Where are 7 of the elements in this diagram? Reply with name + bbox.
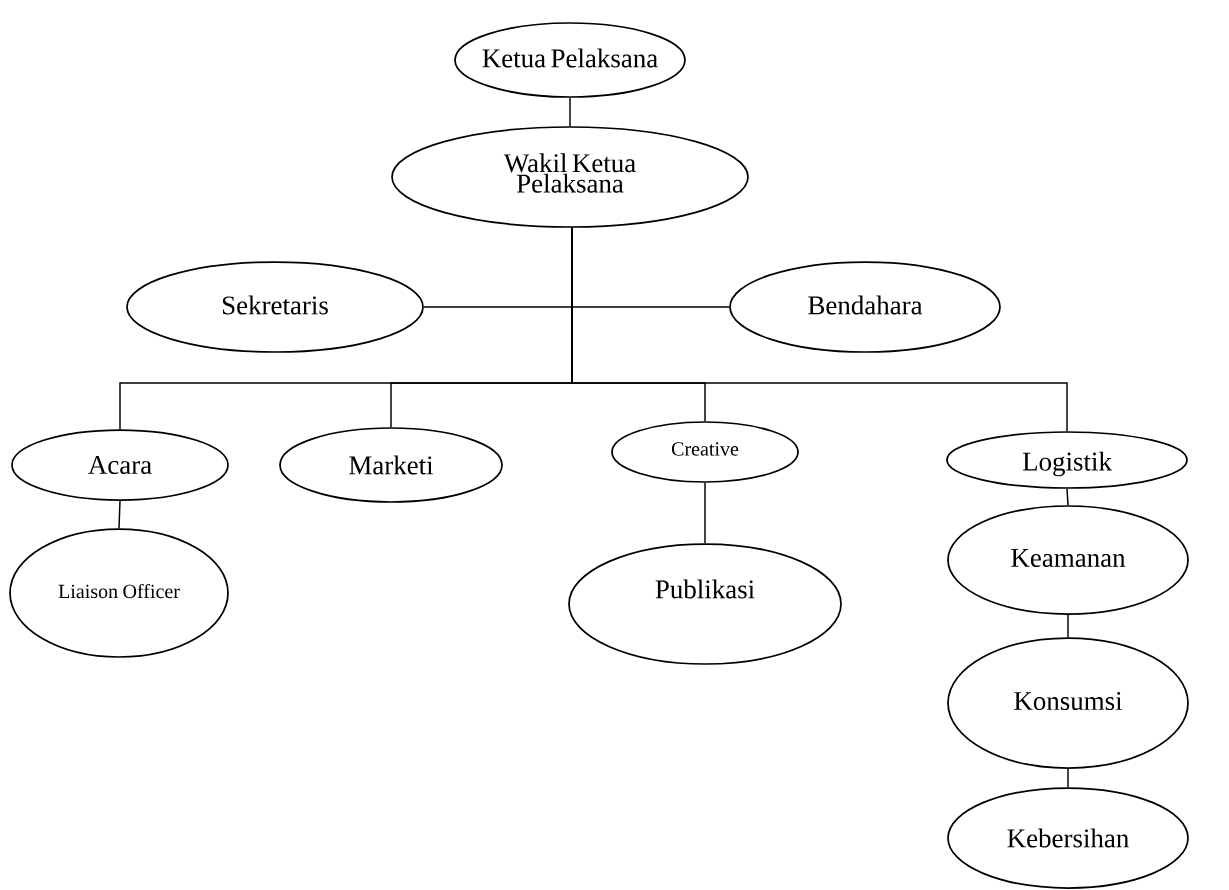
connector-line	[1067, 768, 1069, 788]
connector-line	[1066, 488, 1069, 506]
connector-line	[704, 482, 706, 544]
connector-line	[571, 226, 1068, 432]
connector-line	[118, 500, 121, 529]
connector-line	[1067, 614, 1069, 638]
connector-line	[569, 97, 571, 127]
